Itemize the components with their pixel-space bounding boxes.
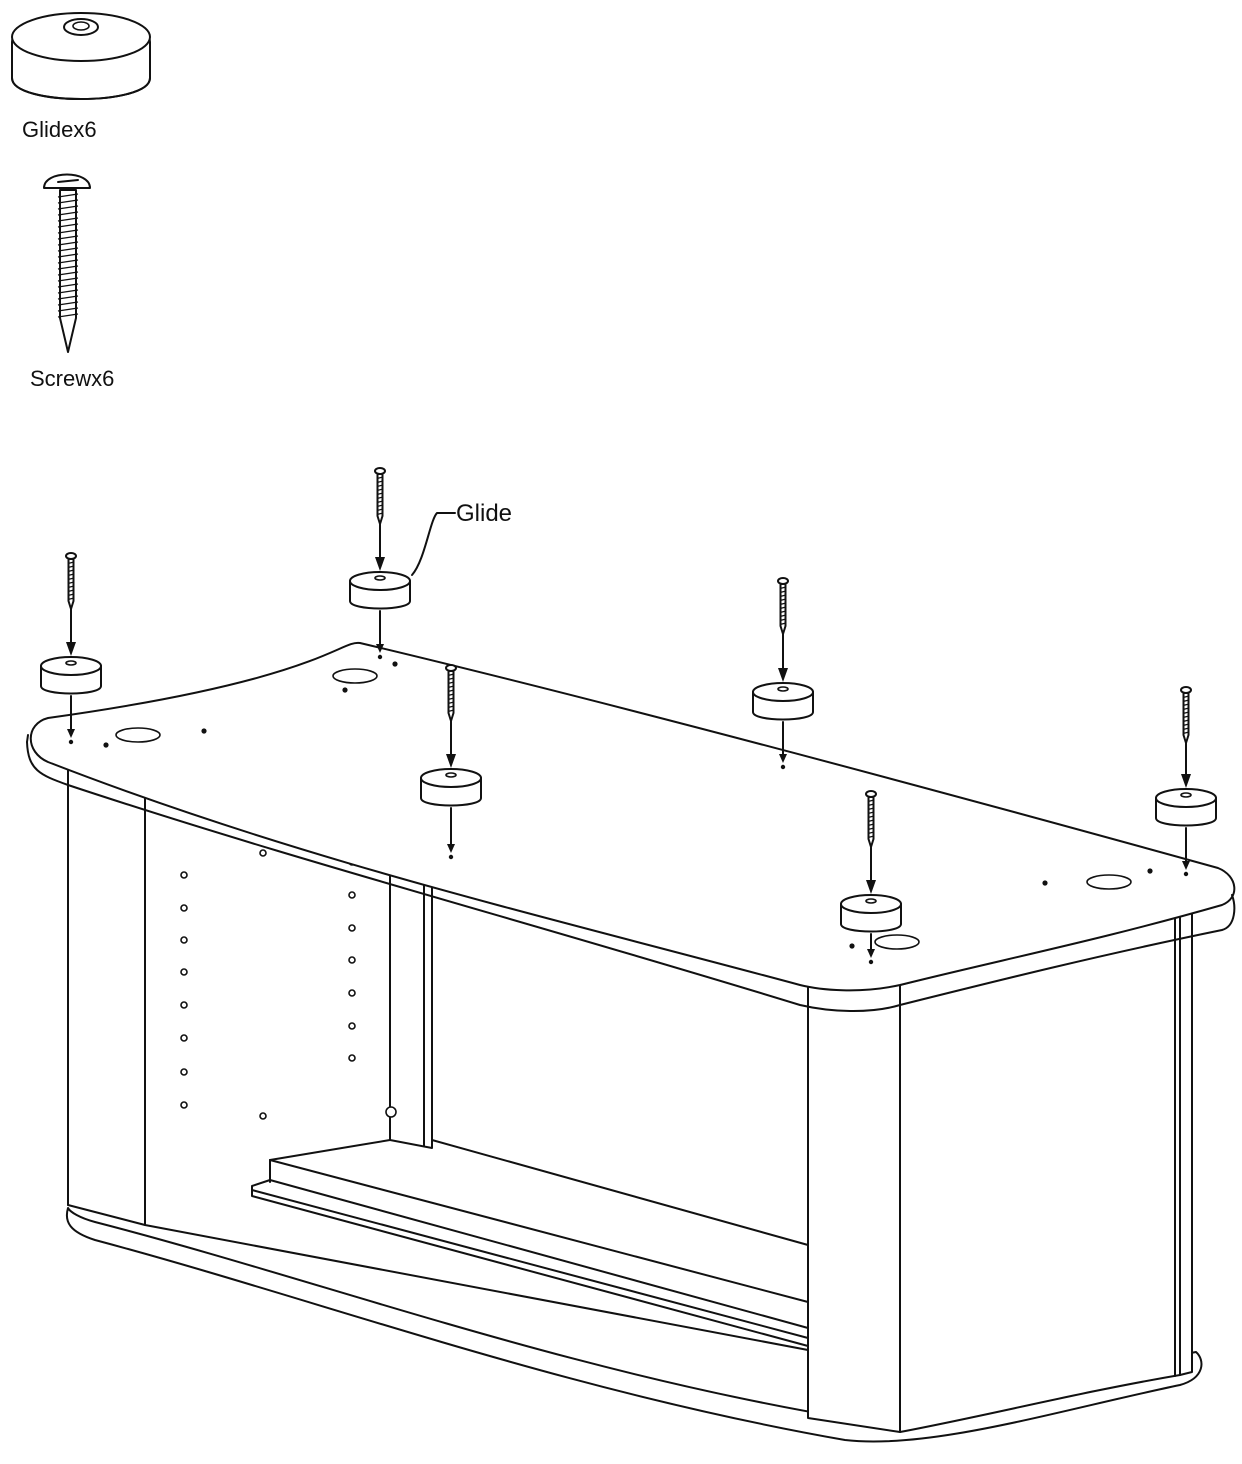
glide-icon <box>752 682 814 721</box>
screw-part-illustration <box>43 173 91 353</box>
glide-installations <box>40 467 1217 965</box>
glide-icon <box>1155 788 1217 827</box>
top-panel <box>29 641 1236 992</box>
right-side-panel <box>899 912 1193 1433</box>
glide-icon <box>840 894 902 933</box>
screw-icon <box>1180 686 1192 744</box>
center-divider <box>389 864 433 1149</box>
glide-icon <box>420 768 482 807</box>
glide-assembly <box>349 467 411 660</box>
shelf-support-holes <box>180 849 356 1120</box>
glide-part-label: Glidex6 <box>22 117 97 142</box>
glide-assembly <box>420 664 482 860</box>
glide-assembly <box>1155 686 1217 877</box>
glide-assembly <box>840 790 902 965</box>
screw-icon <box>865 790 877 848</box>
left-side-panel <box>67 767 146 1226</box>
screw-icon <box>445 664 457 722</box>
glide-part-illustration <box>11 12 151 100</box>
screw-icon <box>65 552 77 610</box>
right-front-panel <box>807 974 901 1433</box>
glide-icon <box>40 656 102 695</box>
screw-icon <box>374 467 386 525</box>
screw-icon <box>777 577 789 635</box>
glide-assembly <box>40 552 102 745</box>
glide-callout-label: Glide <box>456 500 512 527</box>
glide-assembly <box>752 577 814 770</box>
glide-icon <box>349 571 411 610</box>
base-panel <box>65 1207 1203 1443</box>
screw-part-label: Screwx6 <box>30 366 114 391</box>
